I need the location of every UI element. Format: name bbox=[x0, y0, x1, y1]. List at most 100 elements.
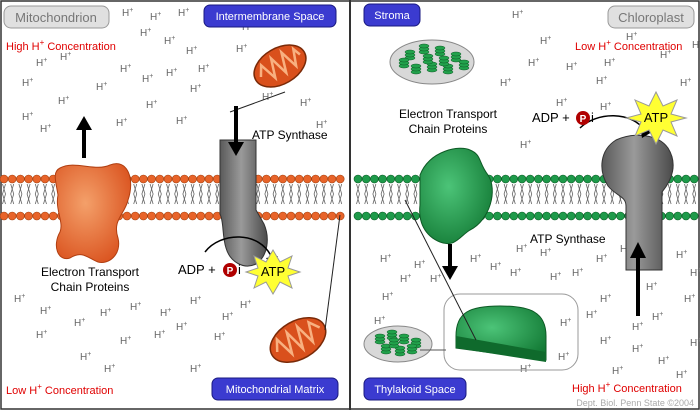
right-low-concentration: Low H+ Concentration bbox=[575, 38, 682, 53]
proton-label: H+ bbox=[190, 83, 201, 95]
right-high-concentration: High H+ Concentration bbox=[572, 380, 682, 395]
proton-label: H+ bbox=[150, 11, 161, 23]
chloroplast-title-box bbox=[607, 5, 695, 29]
mitochondrial-inner-membrane bbox=[0, 174, 345, 221]
chloroplast-icon-bottom bbox=[363, 325, 433, 363]
proton-label: H+ bbox=[130, 301, 141, 313]
atp-synthase-label-right: ATP Synthase bbox=[530, 232, 606, 246]
atp-burst-left bbox=[244, 249, 302, 295]
proton-label: H+ bbox=[520, 139, 531, 151]
mitochondrion-icon-bottom bbox=[269, 316, 327, 364]
arrow-head bbox=[630, 242, 646, 258]
adp-label-left: ADP + bbox=[178, 262, 216, 277]
proton-label: H+ bbox=[690, 267, 700, 279]
proton-label: H+ bbox=[22, 111, 33, 123]
proton-label: H+ bbox=[198, 63, 209, 75]
proton-label: H+ bbox=[176, 115, 187, 127]
proton-label: H+ bbox=[490, 261, 501, 273]
proton-label: H+ bbox=[414, 259, 425, 271]
proton-label: H+ bbox=[104, 363, 115, 375]
proton-label: H+ bbox=[164, 35, 175, 47]
chloroplast-title: Chloroplast bbox=[618, 10, 684, 25]
phosphate-i-right: i bbox=[591, 110, 594, 125]
proton-label: H+ bbox=[676, 369, 687, 381]
mitochondrial-matrix-label: Mitochondrial Matrix bbox=[226, 384, 325, 396]
proton-label: H+ bbox=[176, 321, 187, 333]
pointer-line-thylakoid bbox=[404, 199, 477, 341]
proton-label: H+ bbox=[612, 365, 623, 377]
pointer-line bbox=[229, 91, 286, 113]
proton-label: H+ bbox=[556, 97, 567, 109]
proton-label: H+ bbox=[58, 95, 69, 107]
stroma-label-box bbox=[363, 3, 421, 27]
thylakoid-space-label: Thylakoid Space bbox=[374, 384, 455, 396]
etc-label-left-1: Electron Transport bbox=[41, 265, 140, 279]
proton-label: H+ bbox=[116, 117, 127, 129]
etc-label-right-2: Chain Proteins bbox=[409, 122, 488, 136]
pointer-line-matrix bbox=[324, 214, 341, 331]
proton-label: H+ bbox=[520, 363, 531, 375]
proton-label: H+ bbox=[120, 335, 131, 347]
proton-label: H+ bbox=[680, 77, 691, 89]
mitochondrion-title-box bbox=[3, 5, 110, 29]
proton-label: H+ bbox=[160, 307, 171, 319]
proton-label: H+ bbox=[146, 99, 157, 111]
proton-label: H+ bbox=[36, 329, 47, 341]
arrow-head bbox=[76, 116, 92, 130]
proton-label: H+ bbox=[632, 321, 643, 333]
proton-label: H+ bbox=[190, 295, 201, 307]
thylakoid-zoom-box bbox=[443, 293, 579, 371]
proton-label: H+ bbox=[382, 291, 393, 303]
proton-label: H+ bbox=[300, 97, 311, 109]
proton-label: H+ bbox=[660, 49, 671, 61]
electron-transport-chain-protein-left bbox=[54, 163, 132, 264]
phosphate-p-left: P bbox=[227, 266, 234, 277]
mitochondrion-title: Mitochondrion bbox=[15, 10, 97, 25]
proton-label: H+ bbox=[36, 57, 47, 69]
proton-label: H+ bbox=[510, 267, 521, 279]
proton-label: H+ bbox=[566, 61, 577, 73]
mitochondrial-matrix-label-box bbox=[211, 377, 339, 401]
proton-label: H+ bbox=[190, 363, 201, 375]
thylakoid-membrane-edge bbox=[456, 336, 546, 362]
atp-burst-right bbox=[624, 90, 688, 146]
proton-label: H+ bbox=[600, 293, 611, 305]
proton-label: H+ bbox=[140, 27, 151, 39]
proton-label: H+ bbox=[60, 51, 71, 63]
proton-label: H+ bbox=[600, 335, 611, 347]
proton-label: H+ bbox=[600, 101, 611, 113]
proton-label: H+ bbox=[512, 9, 523, 21]
proton-label: H+ bbox=[186, 45, 197, 57]
arrow-head bbox=[228, 142, 244, 156]
proton-label: H+ bbox=[528, 57, 539, 69]
proton-label: H+ bbox=[154, 329, 165, 341]
proton-label: H+ bbox=[74, 317, 85, 329]
proton-label: H+ bbox=[222, 311, 233, 323]
intermembrane-space-label-box bbox=[203, 4, 337, 28]
atp-synthase-left bbox=[219, 139, 268, 267]
atp-label-left: ATP bbox=[261, 264, 285, 279]
atp-synthase-right bbox=[601, 134, 674, 271]
adp-label-right: ADP + bbox=[532, 110, 570, 125]
stroma-label: Stroma bbox=[374, 10, 410, 22]
proton-label: H+ bbox=[516, 243, 527, 255]
intermembrane-space-label: Intermembrane Space bbox=[216, 11, 325, 23]
atp-synthase-label-left: ATP Synthase bbox=[252, 128, 328, 142]
proton-label: H+ bbox=[430, 273, 441, 285]
etc-label-right-1: Electron Transport bbox=[399, 107, 498, 121]
credit-text: Dept. Biol. Penn State ©2004 bbox=[576, 398, 694, 408]
proton-label: H+ bbox=[658, 355, 669, 367]
proton-label: H+ bbox=[316, 119, 327, 131]
proton-label: H+ bbox=[652, 311, 663, 323]
arrow-head bbox=[442, 266, 458, 280]
proton-labels: H+H+H+H+H+H+H+H+H+H+H+H+H+H+H+H+H+H+H+H+… bbox=[14, 7, 700, 381]
proton-label: H+ bbox=[646, 281, 657, 293]
proton-label: H+ bbox=[122, 7, 133, 19]
proton-label: H+ bbox=[626, 31, 637, 43]
proton-label: H+ bbox=[22, 77, 33, 89]
proton-label: H+ bbox=[96, 81, 107, 93]
proton-label: H+ bbox=[80, 351, 91, 363]
proton-label: H+ bbox=[632, 343, 643, 355]
proton-label: H+ bbox=[692, 39, 700, 51]
